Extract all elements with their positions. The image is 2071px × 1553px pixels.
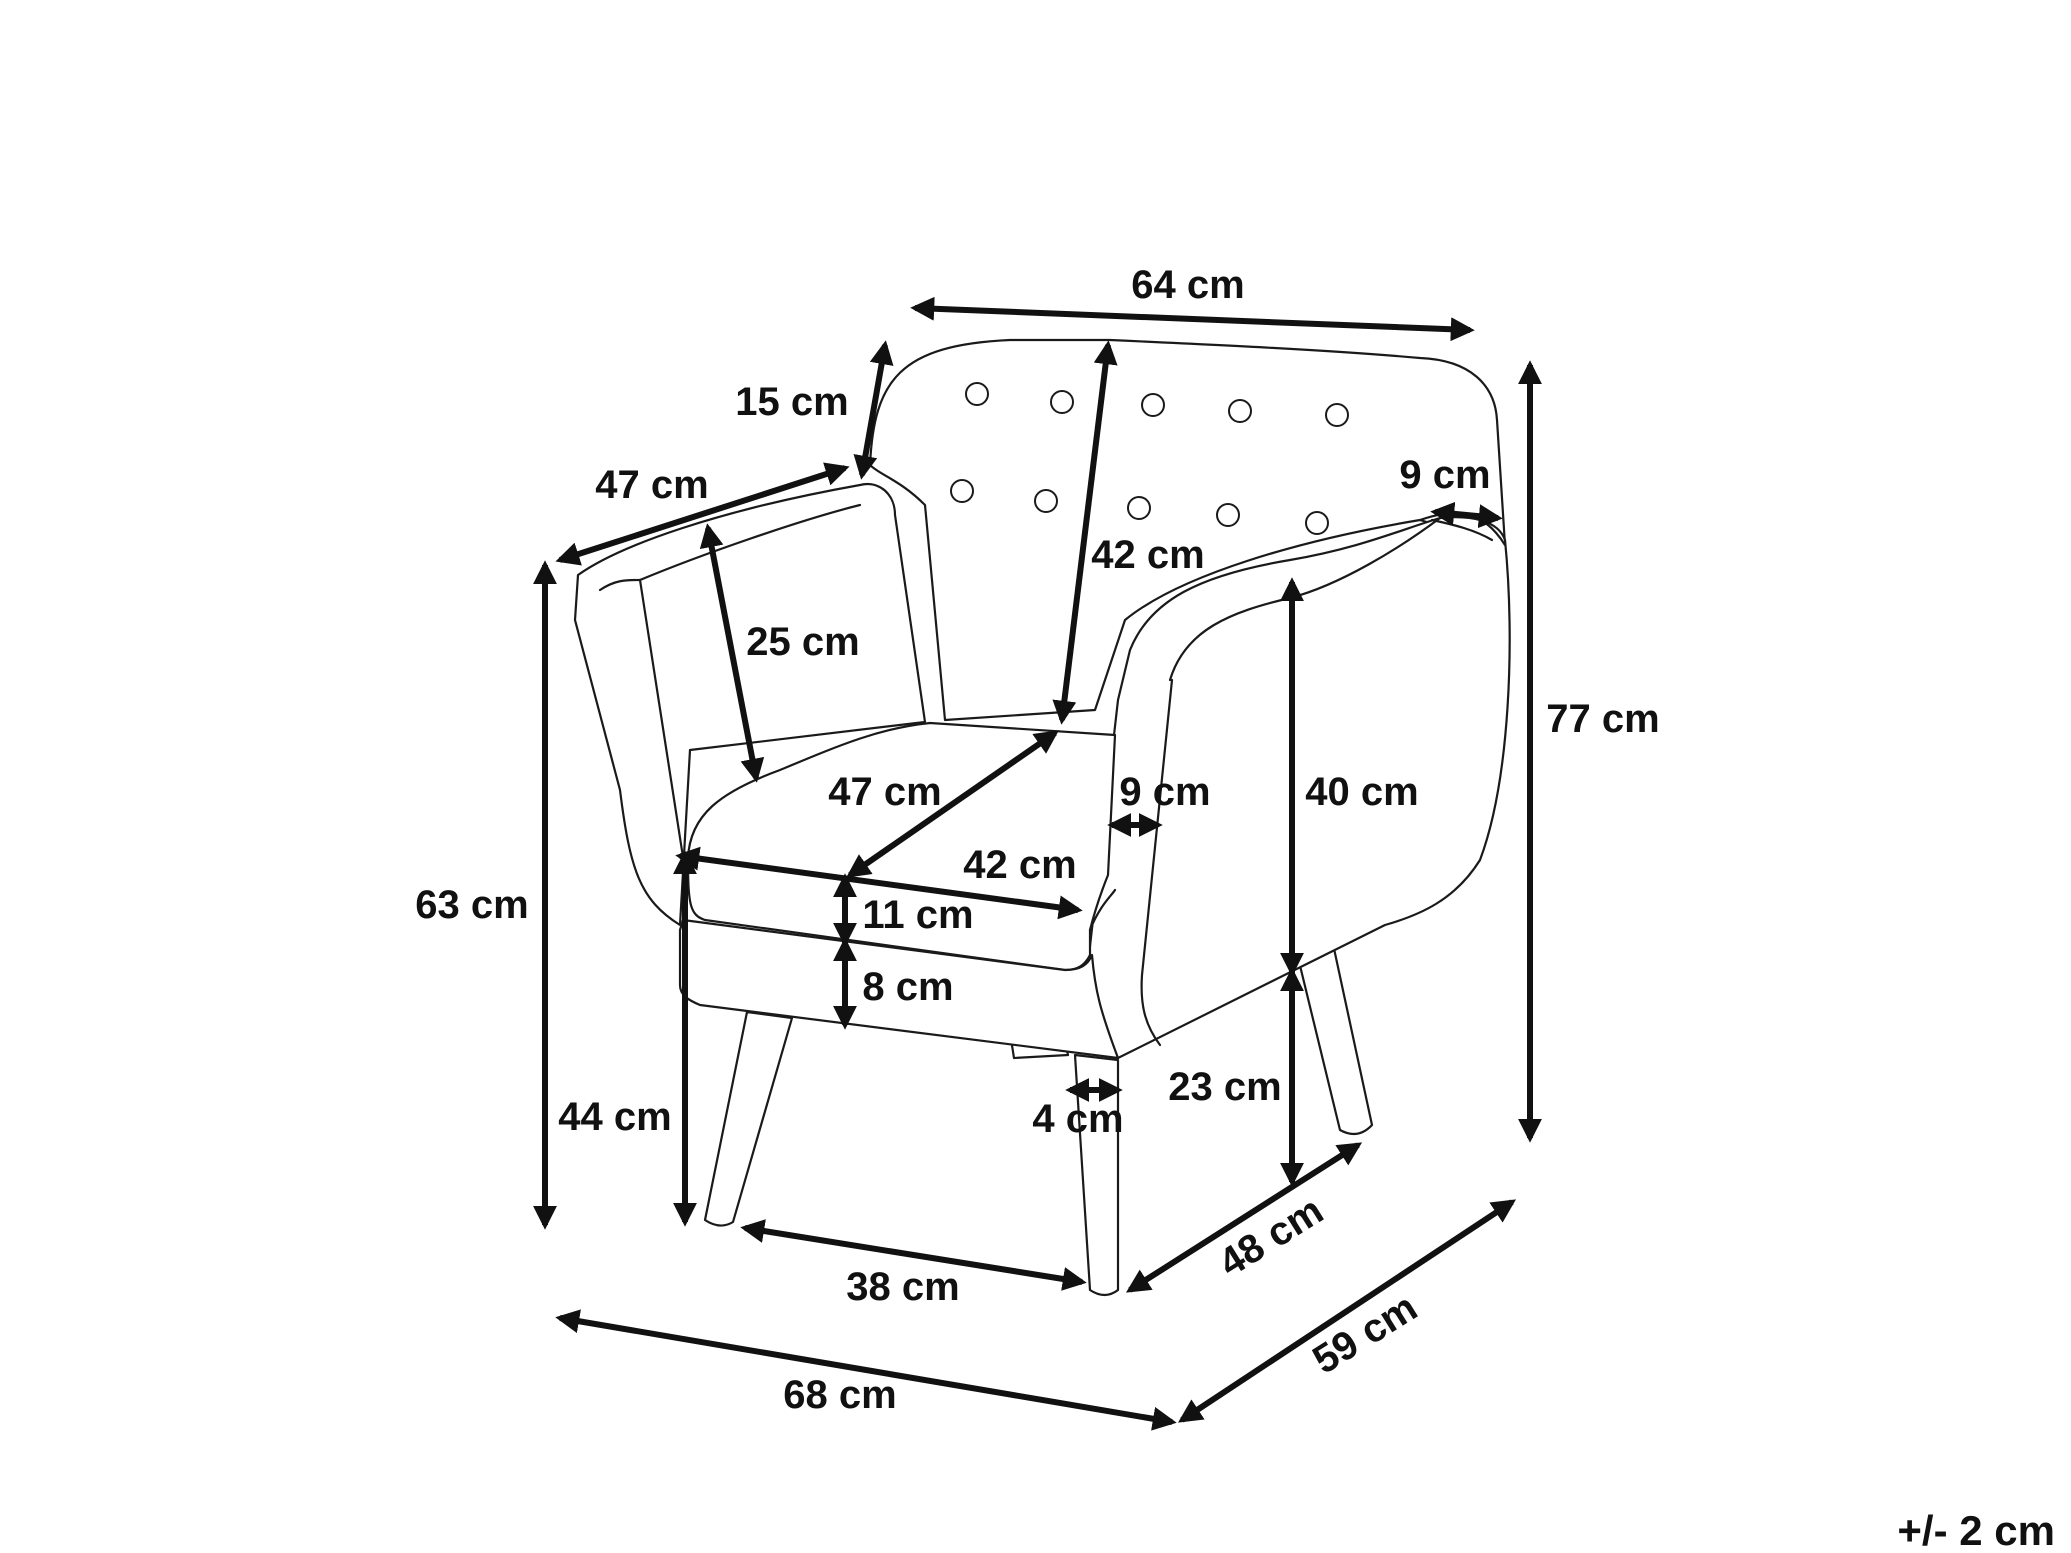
- front-left-leg: [703, 1010, 794, 1227]
- label-cushion-thickness: 11 cm: [862, 893, 973, 937]
- dim-arrow-back-width: [910, 296, 1475, 342]
- label-inner-armrest-width: 9 cm: [1119, 770, 1210, 814]
- dim-arrow-overall-width: [555, 1309, 1177, 1431]
- dim-arrow-armrest-side-width: [1430, 501, 1503, 529]
- tufting-button: [1228, 399, 1252, 423]
- tolerance-note: +/- 2 cm: [1897, 1507, 2055, 1553]
- label-inner-arm-height: 25 cm: [746, 620, 859, 664]
- backrest: [868, 338, 1507, 722]
- dim-arrow-backrest-height: [1052, 340, 1118, 725]
- tufting-button: [1050, 390, 1074, 414]
- label-back-width: 64 cm: [1131, 263, 1244, 307]
- rear-right-leg: [1293, 928, 1374, 1136]
- label-armrest-side-width: 9 cm: [1399, 453, 1490, 497]
- tufting-button: [1305, 511, 1329, 535]
- dim-arrow-leg-spacing-front: [740, 1219, 1087, 1291]
- dim-arrow-back-top-depth: [853, 340, 894, 480]
- armchair-drawing: [573, 338, 1511, 1297]
- label-arm-height-above-seat: 40 cm: [1305, 770, 1418, 814]
- label-seat-depth: 47 cm: [828, 770, 941, 814]
- label-armrest-length: 47 cm: [595, 463, 708, 507]
- tufting-button: [950, 479, 974, 503]
- label-seat-height: 44 cm: [558, 1095, 671, 1139]
- label-back-top-depth: 15 cm: [735, 380, 848, 424]
- label-leg-height: 23 cm: [1168, 1065, 1281, 1109]
- tufting-button: [1216, 503, 1240, 527]
- label-seat-width: 42 cm: [963, 843, 1076, 887]
- label-leg-width: 4 cm: [1032, 1097, 1123, 1141]
- tufting-button: [1141, 393, 1165, 417]
- dim-arrow-inner-arm-height: [699, 523, 765, 783]
- tufting-button: [1325, 403, 1349, 427]
- dim-arrow-armrest-length: [555, 462, 850, 566]
- tufting-button: [1127, 496, 1151, 520]
- tufting-button: [1034, 489, 1058, 513]
- dim-arrow-seat-width: [675, 846, 1083, 920]
- tufting-button: [965, 382, 989, 406]
- label-overall-width: 68 cm: [783, 1373, 896, 1417]
- label-frame-thickness: 8 cm: [862, 965, 953, 1009]
- dimension-arrows: [533, 296, 1542, 1431]
- dim-arrow-overall-depth: [1177, 1199, 1517, 1423]
- label-arm-floor-height: 63 cm: [415, 883, 528, 927]
- label-overall-height: 77 cm: [1546, 697, 1659, 741]
- label-backrest-height: 42 cm: [1091, 533, 1204, 577]
- label-leg-spacing-front: 38 cm: [846, 1265, 959, 1309]
- front-right-leg: [1073, 1053, 1120, 1297]
